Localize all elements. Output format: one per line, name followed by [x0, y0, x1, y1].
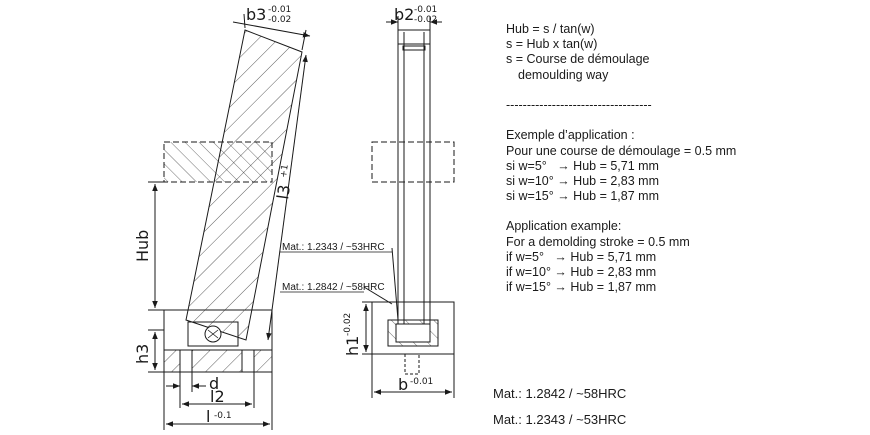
b2-tolerance-top: -0.01: [414, 5, 437, 15]
formula-stroke: s = Hub x tan(w): [506, 37, 598, 52]
front-upper-block: [371, 141, 455, 183]
left-view: [148, 13, 311, 430]
fr-example-stroke: Pour une course de démoulage = 0.5 mm: [506, 143, 737, 158]
fr-example-row: si w=5° → Hub = 5,71 mm: [506, 158, 659, 173]
notes-panel: Hub = s / tan(w) s = Hub x tan(w) s = Co…: [506, 22, 856, 295]
en-example-row: if w=15° → Hub = 1,87 mm: [506, 280, 657, 295]
b3-tolerance-bottom: -0.02: [268, 15, 291, 25]
right-view: [362, 16, 455, 398]
en-example-title: Application example:: [506, 219, 622, 234]
material-callout-lower: Mat.: 1.2842 / ~58HRC: [282, 282, 385, 293]
h3-label: h3: [133, 344, 152, 364]
fr-example-title: Exemple d’application :: [506, 128, 635, 143]
en-example-stroke: For a demolding stroke = 0.5 mm: [506, 234, 690, 249]
b2-tolerance-bottom: -0.02: [414, 15, 437, 25]
fr-example-row: si w=15° → Hub = 1,87 mm: [506, 189, 659, 204]
front-slide: [397, 29, 431, 331]
l3-tolerance: +1: [279, 164, 291, 179]
b2-label: b2: [394, 5, 414, 24]
material-line-2: Mat.: 1.2343 / ~53HRC: [493, 412, 627, 427]
hub-label: Hub: [133, 230, 152, 262]
l-tolerance: -0.1: [214, 411, 232, 421]
h1-tolerance: -0.02: [343, 313, 353, 336]
en-example-row: if w=5° → Hub = 5,71 mm: [506, 249, 657, 264]
material-callout-upper: Mat.: 1.2343 / ~53HRC: [282, 242, 385, 253]
h1-label: h1: [343, 336, 362, 356]
b-tolerance: -0.01: [410, 377, 433, 387]
material-line-1: Mat.: 1.2842 / ~58HRC: [493, 386, 627, 401]
formula-definition-en: demoulding way: [518, 67, 609, 82]
formula-definition: s = Course de démoulage: [506, 52, 650, 67]
b3-tolerance-top: -0.01: [268, 5, 291, 15]
b-label: b: [398, 375, 408, 394]
d-label: d: [209, 374, 219, 393]
b3-label: b3: [246, 5, 266, 24]
fr-example-row: si w=10° → Hub = 2,83 mm: [506, 173, 659, 188]
en-example-row: if w=10° → Hub = 2,83 mm: [506, 265, 657, 279]
l-label: l: [206, 407, 210, 426]
l2-label: l2: [210, 387, 225, 406]
formula-hub: Hub = s / tan(w): [506, 22, 595, 36]
l3-label: l3: [273, 183, 294, 200]
notes-divider: -----------------------------------: [506, 97, 652, 112]
